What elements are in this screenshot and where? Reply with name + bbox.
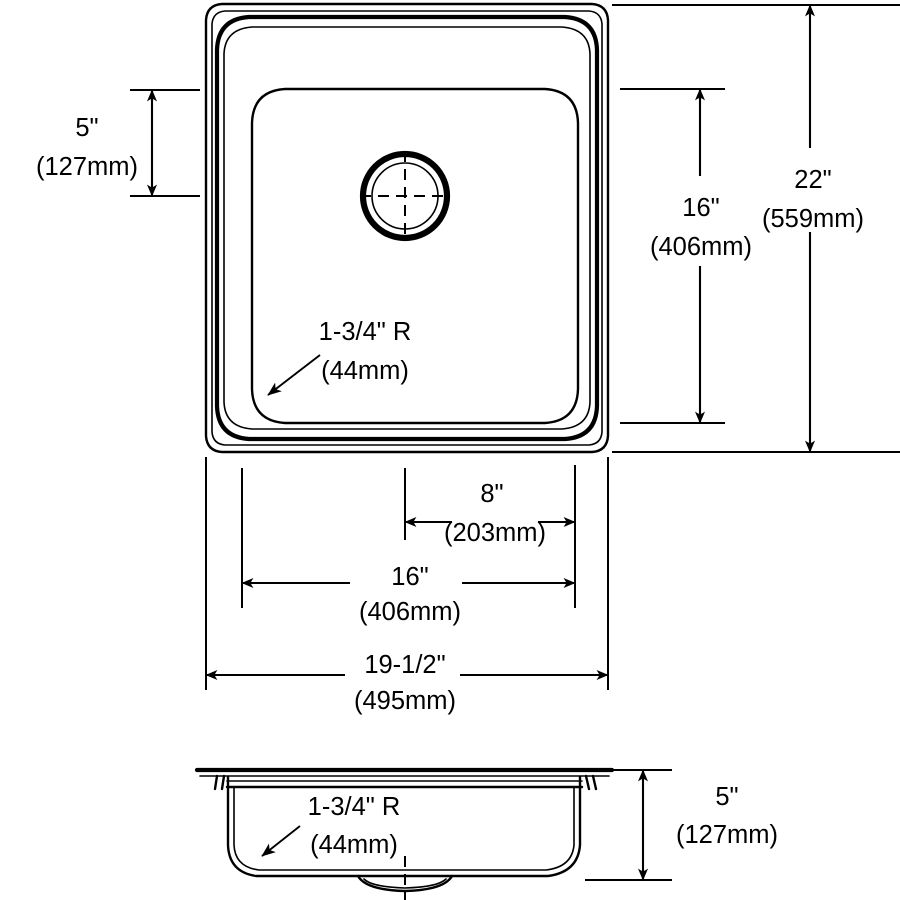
dim-label-depth-inch: 5" bbox=[75, 114, 98, 142]
corner-radius-leader-line-top bbox=[267, 354, 321, 396]
corner-radius-leader-line-section bbox=[261, 825, 301, 857]
dim-label-bowl-width-inch: 16" bbox=[391, 563, 428, 591]
top-view-dimensions: 5" (127mm) 16" (406mm) 22" (559mm) bbox=[36, 4, 900, 715]
sink-rim-inner-outline bbox=[214, 14, 600, 442]
section-drain-boss bbox=[356, 874, 454, 893]
dim-label-drain-offset-inch: 8" bbox=[480, 480, 503, 508]
section-drain-boss-inner bbox=[363, 878, 447, 889]
dim-label-overall-width-mm: (495mm) bbox=[354, 687, 456, 715]
section-clip-right bbox=[584, 774, 598, 791]
section-clip-left bbox=[213, 774, 226, 791]
dim-label-overall-height-inch: 22" bbox=[794, 166, 831, 194]
corner-radius-label-inch-section: 1-3/4" R bbox=[308, 793, 401, 821]
dim-label-bowl-height-inch: 16" bbox=[682, 194, 719, 222]
dim-label-section-depth-inch: 5" bbox=[715, 783, 738, 811]
corner-radius-label-mm-section: (44mm) bbox=[310, 831, 398, 859]
corner-radius-label-inch-top: 1-3/4" R bbox=[319, 318, 412, 346]
sink-outer-bevel-line bbox=[211, 10, 603, 446]
section-bowl-outline bbox=[226, 775, 582, 878]
dim-label-bowl-height-mm: (406mm) bbox=[650, 233, 752, 261]
section-bowl-inner-line bbox=[233, 787, 575, 871]
top-view: 1-3/4" R (44mm) bbox=[204, 2, 610, 454]
dim-label-overall-width-inch: 19-1/2" bbox=[364, 651, 445, 679]
dim-label-overall-height-mm: (559mm) bbox=[762, 205, 864, 233]
cross-section-view: 1-3/4" R (44mm) 5" (127mm) bbox=[194, 767, 778, 900]
dim-label-drain-offset-mm: (203mm) bbox=[444, 519, 546, 547]
dim-label-bowl-width-mm: (406mm) bbox=[359, 598, 461, 626]
sink-bowl-outline bbox=[250, 87, 580, 425]
sink-outer-rim-outline bbox=[204, 2, 610, 454]
sink-rim-inner-bevel-line bbox=[223, 26, 591, 430]
corner-radius-label-mm-top: (44mm) bbox=[321, 357, 409, 385]
dim-label-section-depth-mm: (127mm) bbox=[676, 821, 778, 849]
dim-label-depth-mm: (127mm) bbox=[36, 153, 138, 181]
